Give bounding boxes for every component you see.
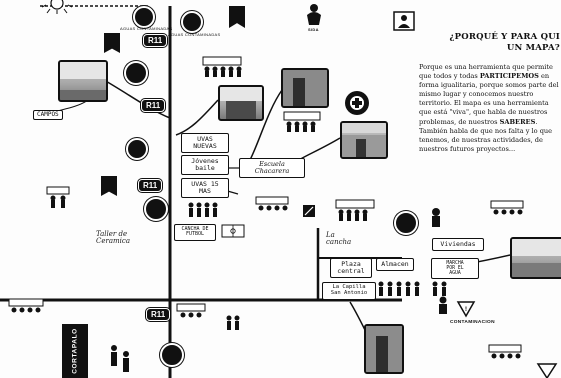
photo-doorway-2 — [364, 324, 404, 374]
crowd-row-icon — [376, 280, 424, 296]
agricultura-icon — [176, 303, 206, 325]
article-body-bold-1: PARTICIPEMOS — [479, 72, 539, 81]
taller-ceramica-label: Taller de Ceramica — [96, 230, 130, 246]
box-viviendas[interactable]: Viviendas — [432, 238, 484, 251]
box-uvas-mas[interactable]: UVAS 15 MAS — [181, 178, 229, 198]
box-plaza[interactable]: Plaza central — [330, 258, 372, 278]
crowd-block-icon-2 — [282, 110, 322, 132]
article-body-bold-2: SABERES — [499, 117, 536, 126]
box-almacen[interactable]: Almacen — [376, 258, 414, 271]
photo-landscape-2 — [510, 237, 561, 279]
crowd-block-icon-8 — [106, 340, 134, 376]
contamination-warning-icon-2 — [536, 363, 558, 378]
photo-connector-3 — [249, 89, 283, 161]
sida-label: SIDA — [308, 27, 319, 32]
box-marcha[interactable]: MARCHA POR EL AGUA — [431, 258, 479, 280]
box-escuela[interactable]: Escuela Chacarera — [239, 158, 305, 178]
box-jovenes[interactable]: Jóvenes baile — [181, 155, 229, 175]
campos-label: CAMPOS — [33, 110, 63, 121]
vertical-road-label: CORTAPALO — [62, 324, 88, 378]
photo-connector-1 — [103, 79, 171, 119]
worker-icon-2 — [428, 207, 444, 227]
crowd-block-icon — [201, 55, 243, 77]
crowd-row-icon-2 — [430, 280, 454, 296]
dancer-circle-icon-3 — [126, 138, 148, 160]
worker-icon-3 — [436, 296, 450, 314]
road-sign-r11-top: R11 — [143, 34, 168, 47]
aguas-contaminadas-caption-2: AGUAS CONTAMINADAS — [168, 32, 221, 37]
article-title: ¿PORQUÉ Y PARA QUI UN MAPA? — [449, 32, 560, 53]
worker-icon — [45, 185, 71, 209]
crowd-block-icon-4 — [255, 196, 289, 218]
health-cross-icon — [344, 90, 370, 116]
photo-doorway — [281, 68, 329, 108]
article-body-part-1: Porque es una herramienta que permite qu… — [419, 63, 553, 81]
protest-banner-icon — [393, 8, 415, 32]
dancer-circle-icon-6 — [160, 343, 184, 367]
aguas-contaminadas-caption: AGUAS CONTAMINADAS — [120, 26, 173, 31]
road-sign-r11-mid: R11 — [141, 99, 166, 112]
crowd-block-icon-3 — [186, 199, 220, 219]
photo-connector-6 — [349, 301, 366, 331]
crowd-block-icon-7 — [8, 298, 44, 320]
fist-flag-icon-2 — [104, 33, 120, 53]
sida-figure-icon — [305, 3, 323, 25]
box-nueva-ruta[interactable]: UVAS NUEVAS — [181, 133, 229, 153]
crowd-block-icon-6 — [490, 200, 524, 220]
worker-circle-icon — [181, 11, 203, 33]
photo-landscape — [58, 60, 108, 102]
fist-flag-icon-3 — [101, 176, 117, 196]
article-body: Porque es una herramienta que permite qu… — [419, 63, 561, 154]
dancer-circle-icon — [133, 6, 155, 28]
dancer-circle-icon-4 — [144, 197, 168, 221]
la-cancha-label: La cancha — [326, 231, 352, 247]
article-body-part-2: en forma igualitaria, porque somos parte… — [419, 72, 559, 126]
svg-text:!: ! — [465, 307, 467, 313]
crowd-mini-icon — [224, 314, 242, 330]
crowd-block-icon-5 — [334, 198, 376, 222]
photo-connector-2 — [175, 99, 219, 136]
box-capilla[interactable]: La Capilla San Antonio — [322, 282, 376, 300]
sun-icon — [41, 0, 73, 14]
crowd-block-icon-9 — [488, 344, 522, 364]
photo-building — [340, 121, 388, 159]
contaminacion-label: CONTAMINACION — [450, 320, 495, 325]
fist-flag-icon — [229, 6, 245, 28]
dancer-circle-icon-2 — [124, 61, 148, 85]
article-body-part-3: . También habla de que nos falta y lo qu… — [419, 117, 553, 153]
road-sign-r11-bottom: R11 — [146, 308, 171, 321]
road-sign-r11-left: R11 — [138, 179, 163, 192]
box-cancha-futbol[interactable]: CANCHA DE FUTBOL — [174, 224, 216, 241]
photo-house-1 — [218, 85, 264, 121]
dancer-circle-icon-5 — [394, 211, 418, 235]
contamination-warning-icon — [456, 301, 476, 318]
